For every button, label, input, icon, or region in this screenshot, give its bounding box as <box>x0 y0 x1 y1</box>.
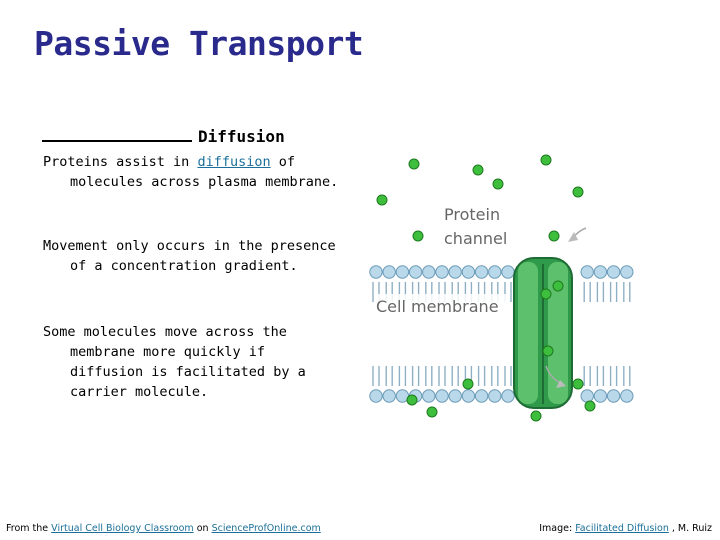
scienceprofonline-link[interactable]: ScienceProfOnline.com <box>211 523 321 534</box>
label-protein-line1: Protein <box>444 205 500 224</box>
paragraph-carrier: Some molecules move across the membrane … <box>43 322 343 402</box>
p3-text: Some molecules move across the membrane … <box>43 324 306 400</box>
protein-channel <box>513 257 573 409</box>
fill-in-blank <box>42 126 192 142</box>
arrow-out-of-channel-head <box>556 380 566 388</box>
paragraph-movement: Movement only occurs in the presence of … <box>43 236 343 276</box>
p1-text-after: of molecules across plasma membrane. <box>70 154 339 190</box>
p2-text: Movement only occurs in the presence of … <box>43 238 336 274</box>
molecules <box>376 154 596 422</box>
footer-source: From the Virtual Cell Biology Classroom … <box>6 523 321 534</box>
footer-image-credit: Image: Facilitated Diffusion , M. Ruiz <box>539 523 712 534</box>
heading-text: Diffusion <box>198 127 285 146</box>
facilitated-diffusion-link[interactable]: Facilitated Diffusion <box>575 523 669 534</box>
p1-text-before: Proteins assist in <box>43 154 198 170</box>
label-protein-line2: channel <box>444 229 507 248</box>
lipid-bilayer <box>369 265 634 403</box>
footer-left-mid: on <box>196 523 212 534</box>
arrow-into-channel-head <box>568 232 578 242</box>
paragraph-proteins-assist: Proteins assist in diffusion of molecule… <box>43 152 343 192</box>
virtual-cell-link[interactable]: Virtual Cell Biology Classroom <box>51 523 194 534</box>
section-heading: Diffusion <box>42 126 285 146</box>
footer-left-prefix: From the <box>6 523 52 534</box>
footer-right-suffix: , M. Ruiz <box>671 523 712 534</box>
facilitated-diffusion-diagram: Protein channel Cell membrane <box>369 154 634 422</box>
label-cell-membrane: Cell membrane <box>376 297 499 316</box>
page-title: Passive Transport <box>34 24 364 63</box>
diffusion-link[interactable]: diffusion <box>197 154 271 170</box>
footer-right-prefix: Image: <box>539 523 576 534</box>
